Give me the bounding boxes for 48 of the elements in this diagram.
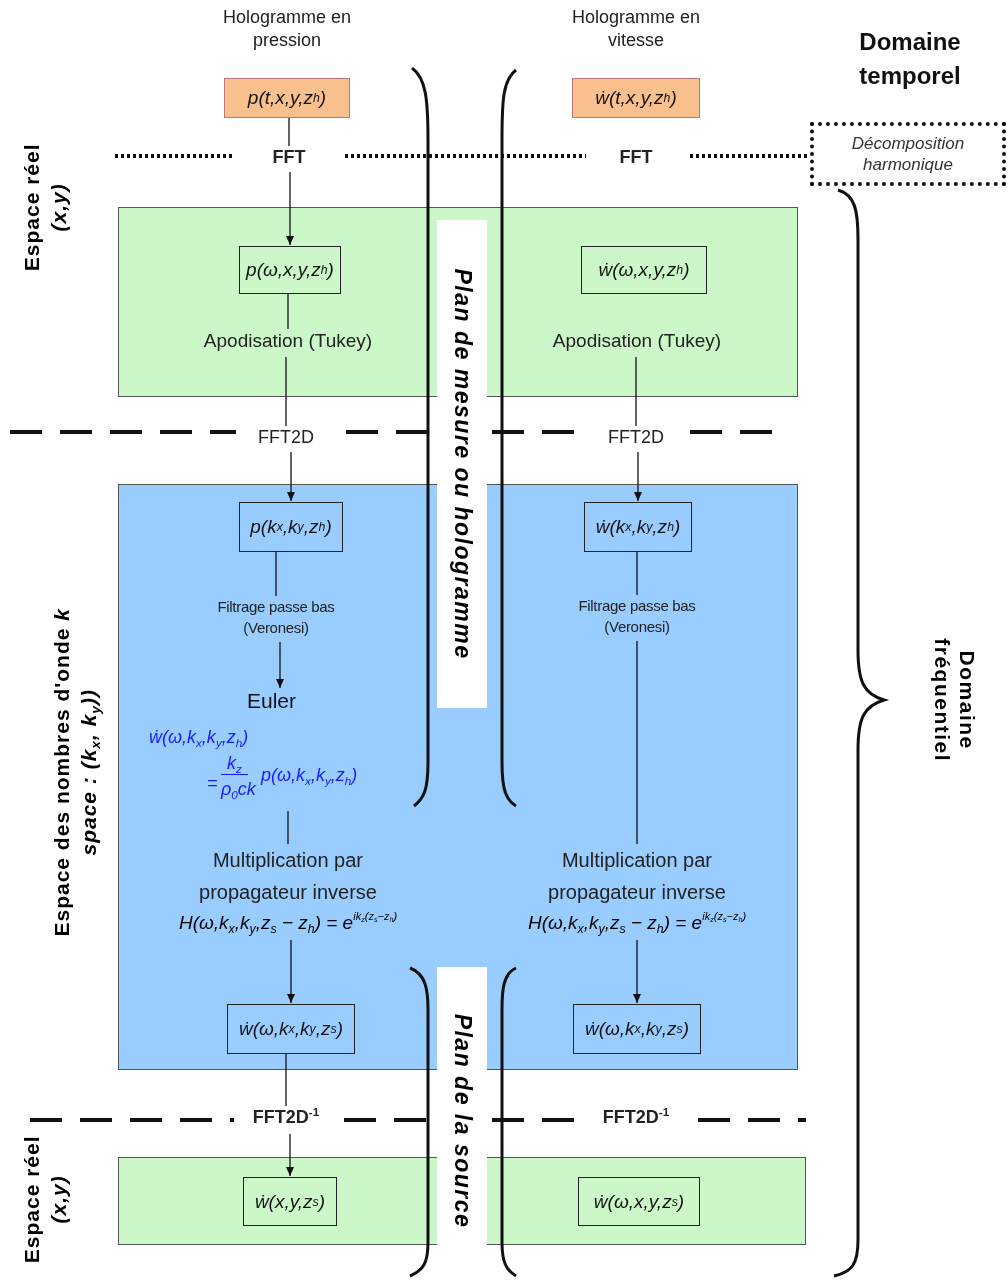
step-label: FFT2D$^{-1}$ — [588, 1106, 684, 1134]
axis-label: Espace réel (x,y) — [18, 142, 71, 273]
arrow — [633, 939, 641, 1004]
connector-line — [287, 293, 289, 330]
step-label: FFT — [611, 146, 661, 172]
connector-line — [288, 117, 290, 147]
caption-text: Hologramme en vitesse — [571, 6, 701, 53]
step-label: Euler — [247, 689, 297, 713]
axis-label: Espace réel (x,y) — [18, 1134, 71, 1265]
plane-band — [437, 220, 487, 708]
connector-line — [636, 551, 638, 596]
connector-line — [287, 810, 289, 845]
arrow — [634, 451, 642, 502]
arrow — [286, 171, 294, 246]
step-label: Filtrage passe bas (Veronesi) — [196, 596, 356, 642]
connector-line — [636, 640, 638, 845]
step-label: Apodisation (Tukey) — [188, 329, 388, 357]
step-label: FFT2D$^{-1}$ — [238, 1106, 334, 1134]
arrow — [286, 1133, 294, 1177]
caption-text: Hologramme en pression — [222, 6, 352, 53]
formula-text: ρ$_{0}$ck — [221, 779, 256, 800]
step-label: Apodisation (Tukey) — [537, 329, 737, 357]
step-label: FFT2D — [596, 426, 676, 452]
formula-text: H(ω,k$_{x}$,k$_{y}$,z$_{s}$ − z$_{h}$) = e — [527, 912, 703, 934]
step-label: FFT2D — [246, 426, 326, 452]
connector-line — [285, 356, 287, 427]
arrow — [287, 451, 295, 502]
step-label: Filtrage passe bas (Veronesi) — [557, 595, 717, 641]
axis-label: Domaine temporel — [858, 27, 962, 91]
dotted-box: Décomposition harmonique — [810, 122, 1006, 186]
formula-text: k$_{z}$ — [221, 753, 248, 775]
step-label: FFT — [264, 146, 314, 172]
formula-text: H(ω,k$_{x}$,k$_{y}$,z$_{s}$ − z$_{h}$) = e — [178, 912, 354, 934]
formula-text: ẇ(ω,k$_{x}$,k$_{y}$,z$_{h}$) — [149, 727, 249, 748]
connector-line — [285, 1053, 287, 1107]
plane-label: Plan de mesure ou hologramme — [448, 267, 476, 662]
formula-text: ik$_{z}$(z$_{s}$−z$_{h}$) — [353, 910, 398, 922]
connector-line — [275, 551, 277, 597]
axis-label: Domaine fréquentiel — [930, 637, 981, 765]
connector-line — [635, 356, 637, 427]
formula-text: p(ω,k$_{x}$,k$_{y}$,z$_{h}$) — [261, 765, 358, 786]
plane-label: Plan de la source — [448, 1012, 476, 1231]
step-label: Multiplication par propagateur inverse — [198, 848, 378, 905]
formula-text: = — [207, 773, 218, 794]
formula-text: ik$_{z}$(z$_{s}$−z$_{h}$) — [702, 910, 747, 922]
step-label: Multiplication par propagateur inverse — [547, 848, 727, 905]
arrow — [287, 939, 295, 1004]
arrow — [276, 641, 284, 689]
